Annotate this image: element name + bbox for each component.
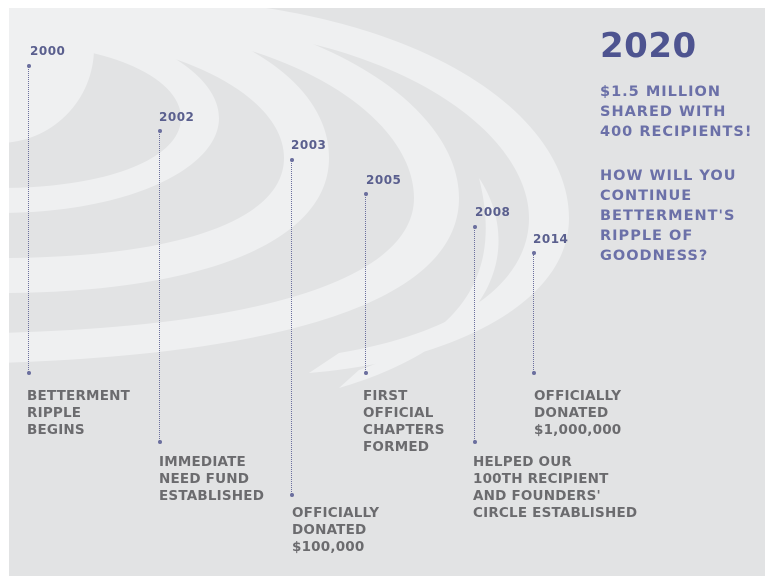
label-line: ESTABLISHED (159, 488, 265, 504)
milestone-label-2002: IMMEDIATE NEED FUND ESTABLISHED (159, 454, 264, 505)
milestone-year-2014: 2014 (533, 232, 569, 246)
label-line: IMMEDIATE (159, 454, 246, 470)
milestone-year-2005: 2005 (366, 173, 402, 187)
milestone-label-2014: OFFICIALLY DONATED $1,000,000 (534, 388, 621, 439)
label-line: AND FOUNDERS' (473, 488, 601, 504)
milestone-marker (473, 440, 477, 444)
milestone-year-2008: 2008 (475, 205, 511, 219)
label-line: FORMED (363, 439, 430, 455)
milestone-connector (28, 66, 29, 372)
milestone-year-2002: 2002 (159, 110, 195, 124)
milestone-marker (290, 493, 294, 497)
label-line: $100,000 (292, 539, 365, 555)
milestone-label-2000: BETTERMENT RIPPLE BEGINS (27, 388, 130, 439)
label-line: DONATED (534, 405, 609, 421)
headline-question: HOW WILL YOU CONTINUE BETTERMENT'S RIPPL… (600, 166, 737, 266)
callout-line: SHARED WITH (600, 104, 727, 120)
label-line: CHAPTERS (363, 422, 445, 438)
milestone-connector (291, 161, 292, 494)
callout-line: HOW WILL YOU (600, 168, 737, 184)
milestone-marker (158, 440, 162, 444)
headline-year: 2020 (600, 26, 697, 66)
label-line: BETTERMENT (27, 388, 131, 404)
label-line: FIRST (363, 388, 408, 404)
label-line: DONATED (292, 522, 367, 538)
label-line: OFFICIALLY (292, 505, 380, 521)
milestone-marker (473, 225, 477, 229)
callout-line: CONTINUE (600, 188, 693, 204)
label-line: HELPED OUR (473, 454, 572, 470)
milestone-marker (532, 251, 536, 255)
callout-line: RIPPLE OF (600, 228, 694, 244)
callout-line: 400 RECIPIENTS! (600, 124, 753, 140)
label-line: 100TH RECIPIENT (473, 471, 609, 487)
milestone-connector (474, 228, 475, 441)
milestone-marker (532, 371, 536, 375)
ripple-background (9, 8, 569, 388)
milestone-year-2000: 2000 (30, 44, 66, 58)
milestone-marker (158, 129, 162, 133)
label-line: OFFICIAL (363, 405, 434, 421)
milestone-marker (27, 371, 31, 375)
milestone-marker (290, 158, 294, 162)
label-line: $1,000,000 (534, 422, 622, 438)
headline-stat: $1.5 MILLION SHARED WITH 400 RECIPIENTS! (600, 82, 752, 142)
milestone-connector (365, 195, 366, 372)
milestone-year-2003: 2003 (291, 138, 327, 152)
milestone-label-2003: OFFICIALLY DONATED $100,000 (292, 505, 379, 556)
milestone-marker (364, 371, 368, 375)
callout-line: $1.5 MILLION (600, 84, 721, 100)
milestone-label-2005: FIRST OFFICIAL CHAPTERS FORMED (363, 388, 445, 456)
callout-line: BETTERMENT'S (600, 208, 736, 224)
milestone-connector (533, 254, 534, 372)
label-line: CIRCLE ESTABLISHED (473, 505, 638, 521)
milestone-marker (364, 192, 368, 196)
milestone-label-2008: HELPED OUR 100TH RECIPIENT AND FOUNDERS'… (473, 454, 637, 522)
ripple-timeline: 2000 BETTERMENT RIPPLE BEGINS 2002 IMMED… (9, 8, 765, 576)
callout-line: GOODNESS? (600, 248, 709, 264)
label-line: RIPPLE (27, 405, 82, 421)
label-line: BEGINS (27, 422, 85, 438)
milestone-marker (27, 64, 31, 68)
label-line: NEED FUND (159, 471, 250, 487)
milestone-connector (159, 132, 160, 441)
label-line: OFFICIALLY (534, 388, 622, 404)
